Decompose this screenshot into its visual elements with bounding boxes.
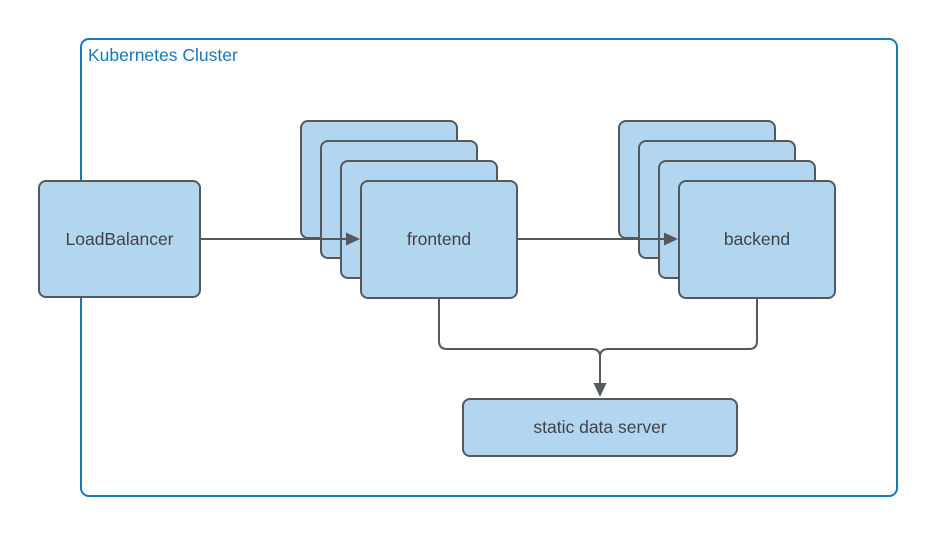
node-load-balancer-label: LoadBalancer (65, 228, 174, 249)
node-static-data-server: static data server (462, 398, 738, 457)
node-backend: backend (678, 180, 836, 299)
node-frontend: frontend (360, 180, 518, 299)
node-backend-label: backend (723, 229, 791, 249)
cluster-title: Kubernetes Cluster (88, 45, 238, 65)
node-frontend-label: frontend (406, 229, 472, 249)
node-load-balancer: LoadBalancer (38, 180, 201, 298)
node-static-data-server-label: static data server (533, 417, 667, 437)
